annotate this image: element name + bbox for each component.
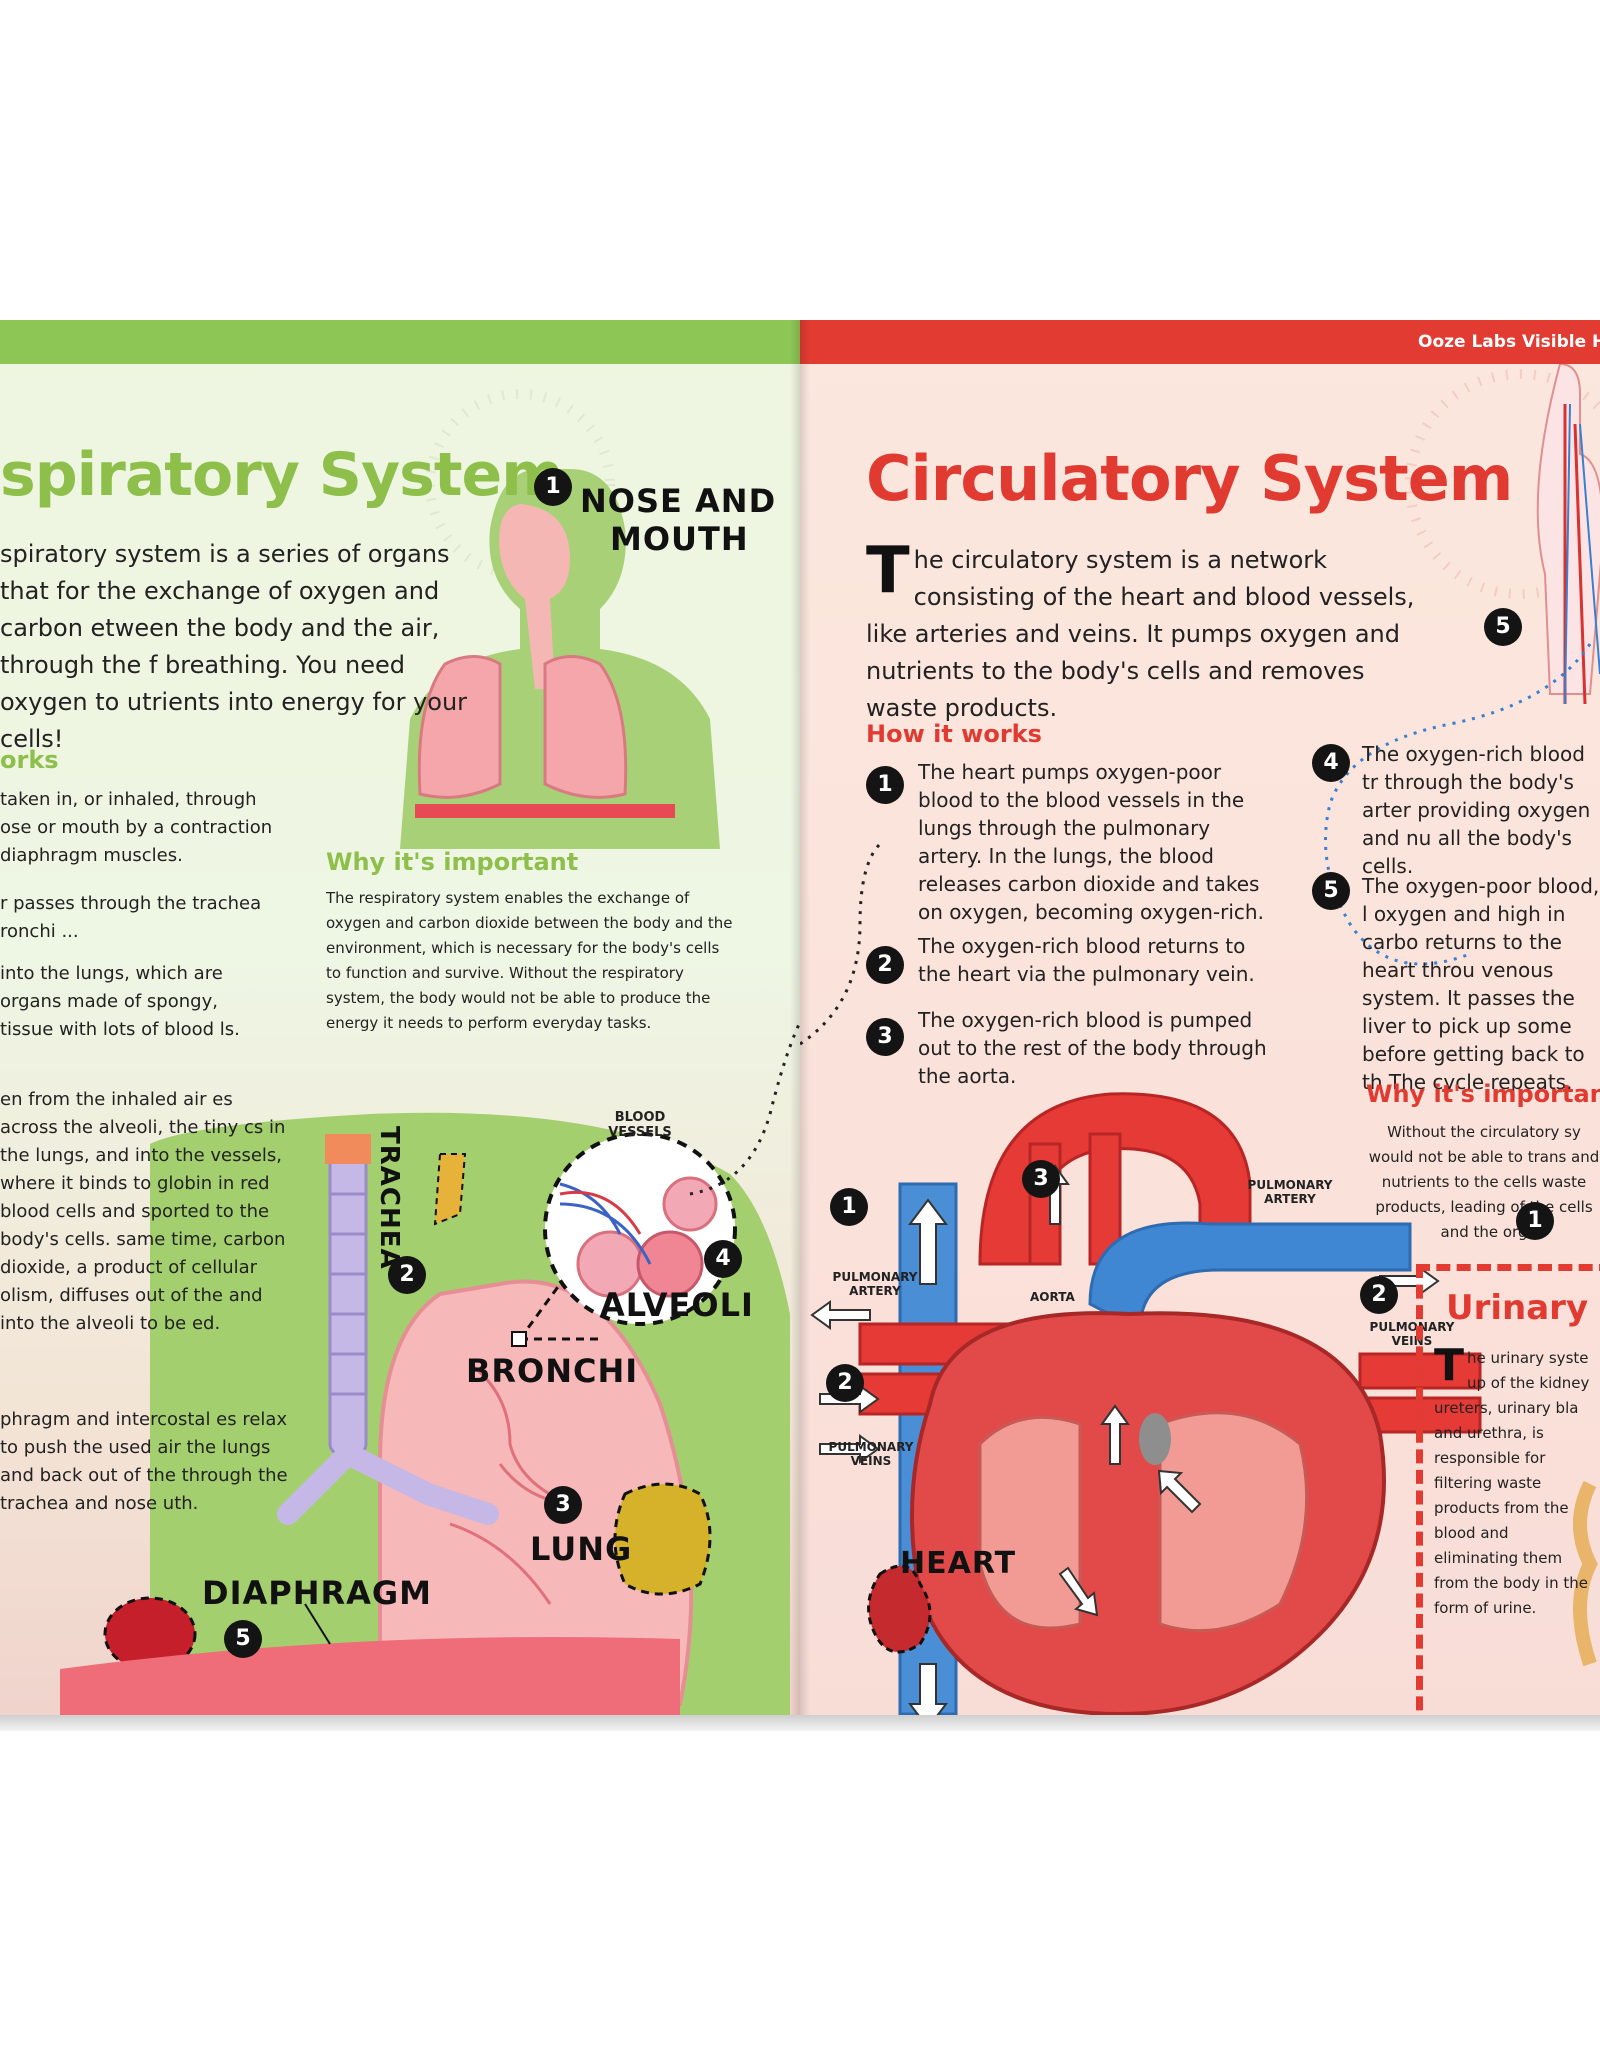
- respiratory-intro: spiratory system is a series of organs t…: [0, 540, 468, 753]
- label-pulmonary-veins-left: PULMONARY VEINS: [828, 1440, 914, 1468]
- kidney-icon: [1573, 1480, 1598, 1667]
- resp-step-4: en from the inhaled air es across the al…: [0, 1089, 286, 1334]
- how-it-works-heading: orks: [0, 746, 59, 774]
- circ-number-2: 2: [866, 946, 904, 984]
- resp-step-5: phragm and intercostal es relax to push …: [0, 1409, 288, 1514]
- trachea-icon: [328, 1152, 368, 1456]
- label-pulmonary-artery-left: PULMONARY ARTERY: [832, 1270, 918, 1298]
- left-page-respiratory: spiratory System spiratory system is a s…: [0, 320, 800, 1720]
- lung-icon: [378, 1279, 694, 1716]
- resp-step-3: into the lungs, which are organs made of…: [0, 963, 240, 1040]
- circ-how-it-works-heading: How it works: [866, 720, 1042, 748]
- body-number-5: 5: [1484, 608, 1522, 646]
- page-edge: [0, 1715, 1600, 1731]
- venous-dotted-icon: [1324, 643, 1592, 966]
- green-header-band: [0, 320, 800, 364]
- nasal-passage-icon: [499, 504, 570, 689]
- heart-number-3: 3: [1022, 1160, 1060, 1198]
- why-important-heading: Why it's important: [326, 848, 579, 876]
- pulmonary-artery-icon: [1088, 1221, 1412, 1333]
- label-aorta: AORTA: [1030, 1290, 1075, 1304]
- respiratory-illustrations: [60, 389, 800, 1720]
- circ-step-4: The oxygen-rich blood tr through the bod…: [1362, 742, 1591, 878]
- small-diaphragm-icon: [415, 804, 675, 818]
- book-gutter: [790, 320, 810, 1720]
- circ-why-heading: Why it's important: [1366, 1080, 1600, 1108]
- bronchi-icon: [277, 1443, 499, 1525]
- label-diaphragm: DIAPHRAGM: [202, 1574, 432, 1612]
- heart-sticker-icon: [867, 1564, 932, 1654]
- small-lung-left-icon: [417, 655, 502, 799]
- resp-step-1: taken in, or inhaled, through ose or mou…: [0, 789, 273, 866]
- label-nose-and: NOSE AND: [580, 482, 777, 520]
- circ-why-text: Without the circulatory sy would not be …: [1368, 1123, 1600, 1241]
- label-mouth: MOUTH: [610, 520, 749, 558]
- heart-number-2-left: 2: [826, 1364, 864, 1402]
- label-heart: HEART: [900, 1546, 1017, 1581]
- circ-number-1: 1: [866, 766, 904, 804]
- alveolus-icon: [636, 1230, 704, 1298]
- circ-step-3: The oxygen-rich blood is pumped out to t…: [918, 1008, 1267, 1088]
- header-brand-text: Ooze Labs Visible H: [1418, 332, 1600, 352]
- diaphragm-band-icon: [60, 1637, 680, 1719]
- circ-step-1: The heart pumps oxygen-poor blood to the…: [918, 760, 1264, 924]
- label-trachea: TRACHEA: [374, 1126, 404, 1270]
- circ-number-3: 3: [866, 1018, 904, 1056]
- urinary-title: Urinary S: [1446, 1288, 1600, 1328]
- book-spread: spiratory System spiratory system is a s…: [0, 320, 1600, 1731]
- resp-step-2: r passes through the trachea ronchi ...: [0, 893, 262, 942]
- urinary-system-box: [1416, 1264, 1600, 1720]
- aorta-arch-icon: [978, 1092, 1252, 1266]
- number-badge-4: 4: [704, 1240, 742, 1278]
- label-bronchi: BRONCHI: [466, 1352, 639, 1390]
- urinary-text-body: he urinary syste up of the kidney ureter…: [1434, 1349, 1590, 1617]
- circ-number-5: 5: [1312, 872, 1350, 910]
- red-header-band: [800, 320, 1600, 364]
- small-lung-right-icon: [543, 655, 628, 799]
- circulatory-title: Circulatory System: [866, 442, 1513, 515]
- valve-icon: [1139, 1413, 1171, 1465]
- connector-dotted-icon: [689, 1018, 800, 1196]
- circ-number-4: 4: [1312, 744, 1350, 782]
- circulatory-intro-text: he circulatory system is a network consi…: [866, 546, 1415, 722]
- trachea-top-icon: [325, 1134, 371, 1164]
- heart-number-1-right: 1: [1516, 1202, 1554, 1240]
- number-badge-1: 1: [534, 468, 572, 506]
- circulatory-illustrations: [800, 364, 1600, 1720]
- label-pulmonary-artery-right: PULMONARY ARTERY: [1247, 1178, 1333, 1206]
- label-lung: LUNG: [530, 1530, 633, 1568]
- alveolus-icon: [662, 1176, 718, 1232]
- heart-number-1: 1: [830, 1188, 868, 1226]
- respiratory-title: spiratory System: [0, 440, 564, 510]
- number-badge-3: 3: [544, 1486, 582, 1524]
- trachea-sticker-icon: [433, 1153, 467, 1226]
- label-alveoli: ALVEOLI: [600, 1286, 754, 1324]
- label-blood-vessels: BLOOD VESSELS: [608, 1110, 672, 1140]
- circ-step-2: The oxygen-rich blood returns to the hea…: [918, 934, 1255, 986]
- circ-step-5: The oxygen-poor blood, l oxygen and high…: [1362, 874, 1600, 1094]
- right-page-circulatory: Ooze Labs Visible H: [800, 320, 1600, 1720]
- why-important-text: The respiratory system enables the excha…: [326, 889, 733, 1032]
- heart-number-2-right: 2: [1360, 1276, 1398, 1314]
- urinary-drop-cap: T: [1434, 1340, 1465, 1391]
- lung-sticker-icon: [613, 1482, 712, 1596]
- number-badge-5: 5: [224, 1620, 262, 1658]
- number-badge-2: 2: [388, 1256, 426, 1294]
- drop-cap: T: [866, 534, 910, 608]
